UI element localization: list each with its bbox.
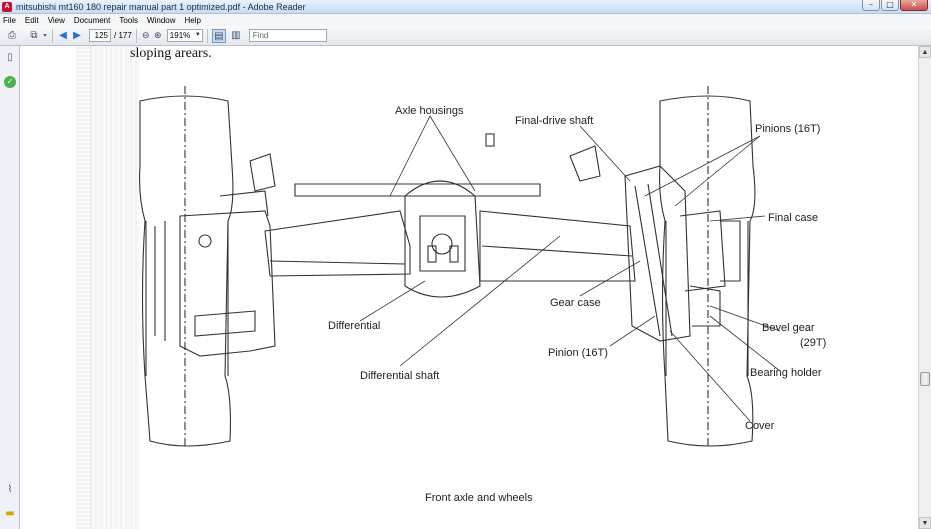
navigation-pane: ▯ ✓ ⌇ ▬ bbox=[0, 46, 20, 529]
right-tire bbox=[659, 95, 756, 447]
label-final-drive-shaft: Final-drive shaft bbox=[515, 115, 593, 127]
differential-bevel-right bbox=[449, 245, 459, 263]
left-king-pin-top bbox=[249, 153, 276, 192]
arrow-up-icon[interactable]: ◀ bbox=[59, 29, 67, 41]
toolbar: ⎙ ⧉ ▾ ◀ ▶ 125 / 177 ⊖ ⊕ 191% ▼ ▤ ▥ Find bbox=[0, 26, 931, 46]
window-title: mitsubishi mt160 180 repair manual part … bbox=[16, 1, 306, 12]
maximize-button[interactable]: □ bbox=[881, 0, 899, 11]
left-hub bbox=[179, 210, 276, 357]
menu-bar: File Edit View Document Tools Window Hel… bbox=[0, 14, 931, 26]
minimize-button[interactable]: – bbox=[862, 0, 880, 11]
menu-tools[interactable]: Tools bbox=[119, 15, 139, 25]
chevron-down-icon[interactable]: ▼ bbox=[194, 32, 201, 38]
menu-document[interactable]: Document bbox=[73, 15, 111, 25]
label-gear-case: Gear case bbox=[550, 297, 601, 309]
label-pinions-16t: Pinions (16T) bbox=[755, 123, 820, 135]
comment-icon[interactable]: ▬ bbox=[5, 508, 15, 519]
scan-edge bbox=[90, 46, 140, 529]
zoom-in-icon[interactable]: ⊕ bbox=[154, 30, 162, 41]
paperclip-icon[interactable]: ⌇ bbox=[7, 484, 13, 495]
label-bearing-holder: Bearing holder bbox=[750, 367, 822, 379]
zoom-out-icon[interactable]: ⊖ bbox=[142, 30, 150, 41]
share-icon[interactable]: ⧉ bbox=[30, 29, 38, 41]
menu-edit[interactable]: Edit bbox=[24, 15, 39, 25]
final-drive-shaft-line bbox=[634, 185, 661, 337]
toolbar-separator bbox=[135, 28, 137, 43]
close-button[interactable]: ✕ bbox=[900, 0, 928, 11]
scroll-up-arrow-icon[interactable]: ▲ bbox=[919, 46, 931, 58]
differential-housing bbox=[404, 180, 481, 298]
front-axle-diagram: Axle housings Final-drive shaft Pinions … bbox=[139, 86, 826, 504]
scan-edge bbox=[76, 46, 92, 529]
label-cover: Cover bbox=[745, 420, 775, 432]
fit-width-icon[interactable]: ▥ bbox=[231, 29, 241, 41]
bevel-gear-case bbox=[689, 285, 721, 327]
adobe-reader-icon: A bbox=[2, 1, 12, 12]
arrow-down-icon[interactable]: ▶ bbox=[73, 29, 81, 41]
differential-center bbox=[431, 233, 453, 255]
label-differential: Differential bbox=[328, 320, 380, 332]
label-bevel-gear: Bevel gear bbox=[762, 322, 815, 334]
final-drive-shaft-line-2 bbox=[647, 183, 673, 337]
printer-icon[interactable]: ⎙ bbox=[8, 29, 16, 41]
left-tire-edge bbox=[145, 221, 229, 376]
toolbar-separator bbox=[52, 28, 53, 43]
label-final-case: Final case bbox=[768, 212, 818, 224]
fit-page-icon[interactable]: ▤ bbox=[211, 28, 226, 43]
title-bar: A mitsubishi mt160 180 repair manual par… bbox=[0, 0, 931, 14]
menu-window[interactable]: Window bbox=[147, 15, 176, 25]
differential-gear bbox=[419, 215, 466, 272]
label-pinion-16t: Pinion (16T) bbox=[548, 347, 608, 359]
menu-help[interactable]: Help bbox=[184, 15, 201, 25]
left-tire bbox=[139, 95, 234, 447]
chevron-down-icon[interactable]: ▾ bbox=[43, 31, 47, 39]
zoom-level-value: 191% bbox=[169, 31, 191, 40]
left-hub-top bbox=[219, 190, 269, 217]
breather-plug bbox=[485, 133, 495, 147]
vertical-scrollbar[interactable]: ▲ ▼ bbox=[918, 46, 931, 529]
left-rim bbox=[154, 221, 166, 341]
top-frame-bar bbox=[294, 183, 541, 197]
check-icon[interactable]: ✓ bbox=[4, 76, 16, 88]
figure-caption: Front axle and wheels bbox=[425, 492, 533, 504]
page-number-input[interactable]: 125 bbox=[89, 29, 111, 42]
body-text: sloping arears. bbox=[130, 46, 212, 61]
find-input[interactable]: Find bbox=[248, 29, 327, 42]
right-tire-edge bbox=[665, 221, 749, 376]
scroll-thumb[interactable] bbox=[920, 372, 930, 386]
right-axle-housing bbox=[479, 210, 636, 282]
differential-bevel-left bbox=[427, 245, 437, 263]
label-differential-shaft: Differential shaft bbox=[360, 370, 439, 382]
zoom-level-input[interactable]: 191% ▼ bbox=[166, 29, 203, 42]
left-axle-shaft-line bbox=[269, 260, 406, 265]
label-bevel-gear-teeth: (29T) bbox=[800, 337, 826, 349]
scroll-down-arrow-icon[interactable]: ▼ bbox=[919, 517, 931, 529]
right-final-case bbox=[624, 165, 691, 342]
menu-file[interactable]: File bbox=[3, 15, 16, 25]
right-hub-outer bbox=[720, 220, 741, 282]
document-view[interactable]: sloping arears. bbox=[20, 46, 918, 529]
left-hub-lower bbox=[194, 310, 256, 337]
label-axle-housings: Axle housings bbox=[395, 105, 464, 117]
pages-icon[interactable]: ▯ bbox=[7, 52, 13, 63]
left-hub-bolt bbox=[198, 234, 212, 248]
menu-view[interactable]: View bbox=[47, 15, 65, 25]
toolbar-separator bbox=[206, 28, 208, 43]
left-axle-housing bbox=[264, 210, 411, 277]
king-pin-top bbox=[569, 145, 601, 182]
window-controls: – □ ✕ bbox=[862, 0, 928, 13]
page-total: / 177 bbox=[114, 31, 132, 40]
right-axle-shaft-line bbox=[481, 245, 633, 257]
